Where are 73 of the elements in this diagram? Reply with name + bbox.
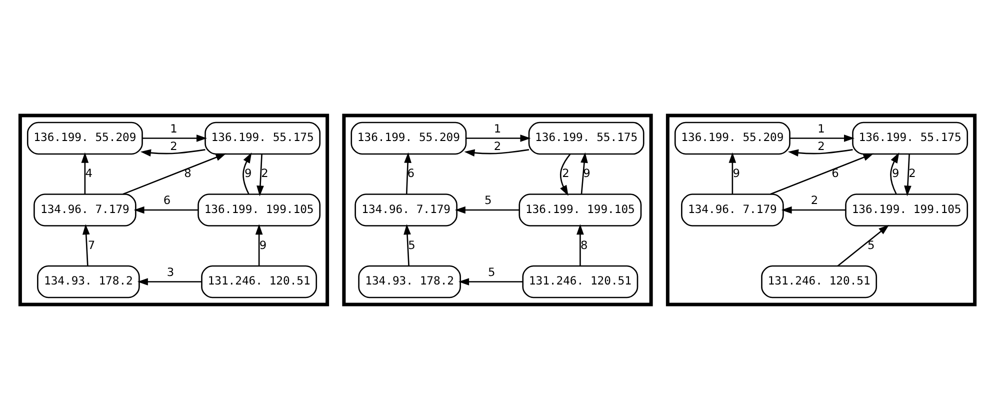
edge-label: 9 (583, 166, 590, 180)
edge-label: 1 (170, 120, 178, 135)
arrow (404, 224, 411, 266)
node-box: 134.93. 178.2 (358, 264, 461, 298)
arrow (242, 152, 252, 194)
node-box: 136.199. 199.105 (518, 193, 642, 226)
cluster (18, 113, 330, 306)
arrow (580, 152, 588, 194)
edge-label: 5 (868, 237, 875, 252)
edge-label: 2 (810, 192, 818, 207)
arrow (122, 152, 226, 194)
edge-label: 6 (163, 192, 171, 207)
arrow (256, 154, 264, 196)
edge-label: 9 (892, 166, 900, 180)
edge-label: 9 (244, 166, 252, 180)
edge-label: 6 (832, 166, 839, 180)
arrow (81, 152, 89, 194)
edge-label: 2 (494, 138, 502, 152)
arrow (255, 224, 263, 266)
node-box: 131.246. 120.51 (761, 264, 878, 298)
edge-label: 2 (908, 166, 916, 180)
arrow (140, 148, 206, 156)
arrow (788, 148, 853, 156)
arrow (134, 206, 198, 214)
arrow (82, 224, 90, 266)
node-box: 136.199. 199.105 (198, 193, 321, 226)
edge-label: 1 (494, 120, 502, 135)
edge-label: 5 (408, 237, 416, 252)
edge-label: 2 (261, 166, 268, 180)
node-box: 134.96. 7.179 (681, 193, 784, 226)
cluster (342, 113, 653, 306)
edge-label: 8 (580, 237, 588, 252)
arrow (890, 152, 900, 194)
arrow (142, 134, 208, 142)
edge-label: 3 (166, 264, 174, 278)
node-box: 134.96. 7.179 (354, 193, 458, 226)
cluster (666, 113, 977, 306)
edge-label: 2 (818, 138, 825, 152)
edge-label: 6 (407, 166, 414, 180)
node-box: 136.199. 55.209 (674, 121, 790, 154)
node-box: 134.96. 7.179 (34, 193, 136, 226)
edge-label: 1 (818, 120, 825, 135)
arrow (560, 153, 571, 196)
node-box: 136.199. 55.209 (350, 121, 467, 154)
node-box: 136.199. 55.175 (528, 121, 644, 154)
edge-label: 2 (170, 138, 178, 152)
node-box: 134.93. 178.2 (37, 264, 140, 298)
arrow (137, 278, 202, 285)
node-box: 131.246. 120.51 (522, 264, 638, 298)
arrow (454, 206, 520, 214)
node-box: 136.199. 199.105 (845, 193, 968, 226)
arrow (904, 154, 912, 196)
arrow (458, 278, 523, 285)
edge-label: 9 (732, 166, 740, 180)
node-box: 136.199. 55.175 (204, 121, 321, 154)
arrow (466, 134, 531, 142)
edge-label: 9 (259, 237, 267, 252)
arrow (464, 148, 530, 156)
edge-label: 2 (562, 166, 570, 180)
arrow (790, 134, 855, 142)
arrow (781, 206, 846, 214)
arrow (404, 152, 412, 194)
edge-label: 7 (88, 237, 96, 252)
arrow (576, 224, 584, 266)
edge-label: 5 (488, 264, 496, 278)
node-box: 136.199. 55.175 (852, 121, 968, 154)
node-box: 136.199. 55.209 (26, 121, 143, 154)
edge-label: 4 (85, 166, 92, 180)
edge-label: 5 (484, 192, 492, 207)
arrow (837, 224, 890, 266)
node-box: 131.246. 120.51 (201, 264, 318, 298)
arrow (728, 152, 736, 194)
arrow (770, 152, 874, 194)
